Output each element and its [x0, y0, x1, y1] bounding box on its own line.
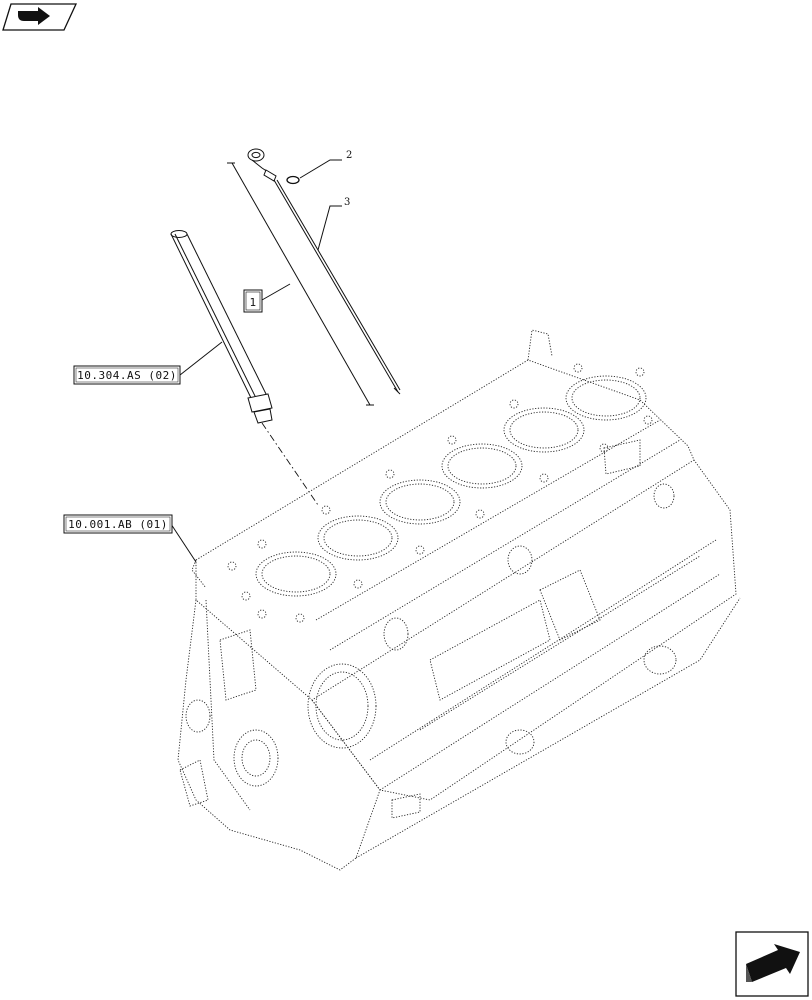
book-arrow-icon[interactable]: [2, 3, 78, 31]
reference-tube-box[interactable]: 10.304.AS (02): [73, 365, 181, 385]
engine-block: [177, 329, 741, 871]
callout-3[interactable]: 3: [344, 197, 350, 208]
dipstick-guide-tube: [170, 230, 319, 506]
next-page-arrow-icon[interactable]: [735, 931, 809, 997]
o-ring: [286, 175, 300, 185]
reference-tube-label: 10.304.AS (02): [77, 369, 177, 382]
dipstick: [247, 148, 401, 395]
reference-block-label: 10.001.AB (01): [68, 518, 168, 531]
reference-block-box[interactable]: 10.001.AB (01): [63, 514, 173, 534]
callout-2[interactable]: 2: [346, 150, 352, 161]
cylinder-bores: [255, 375, 647, 597]
head-bolt-holes: [227, 363, 653, 623]
leader-lines: [170, 159, 374, 563]
callout-labels: 1 2 3: [243, 150, 352, 313]
callout-1[interactable]: 1: [249, 296, 256, 309]
